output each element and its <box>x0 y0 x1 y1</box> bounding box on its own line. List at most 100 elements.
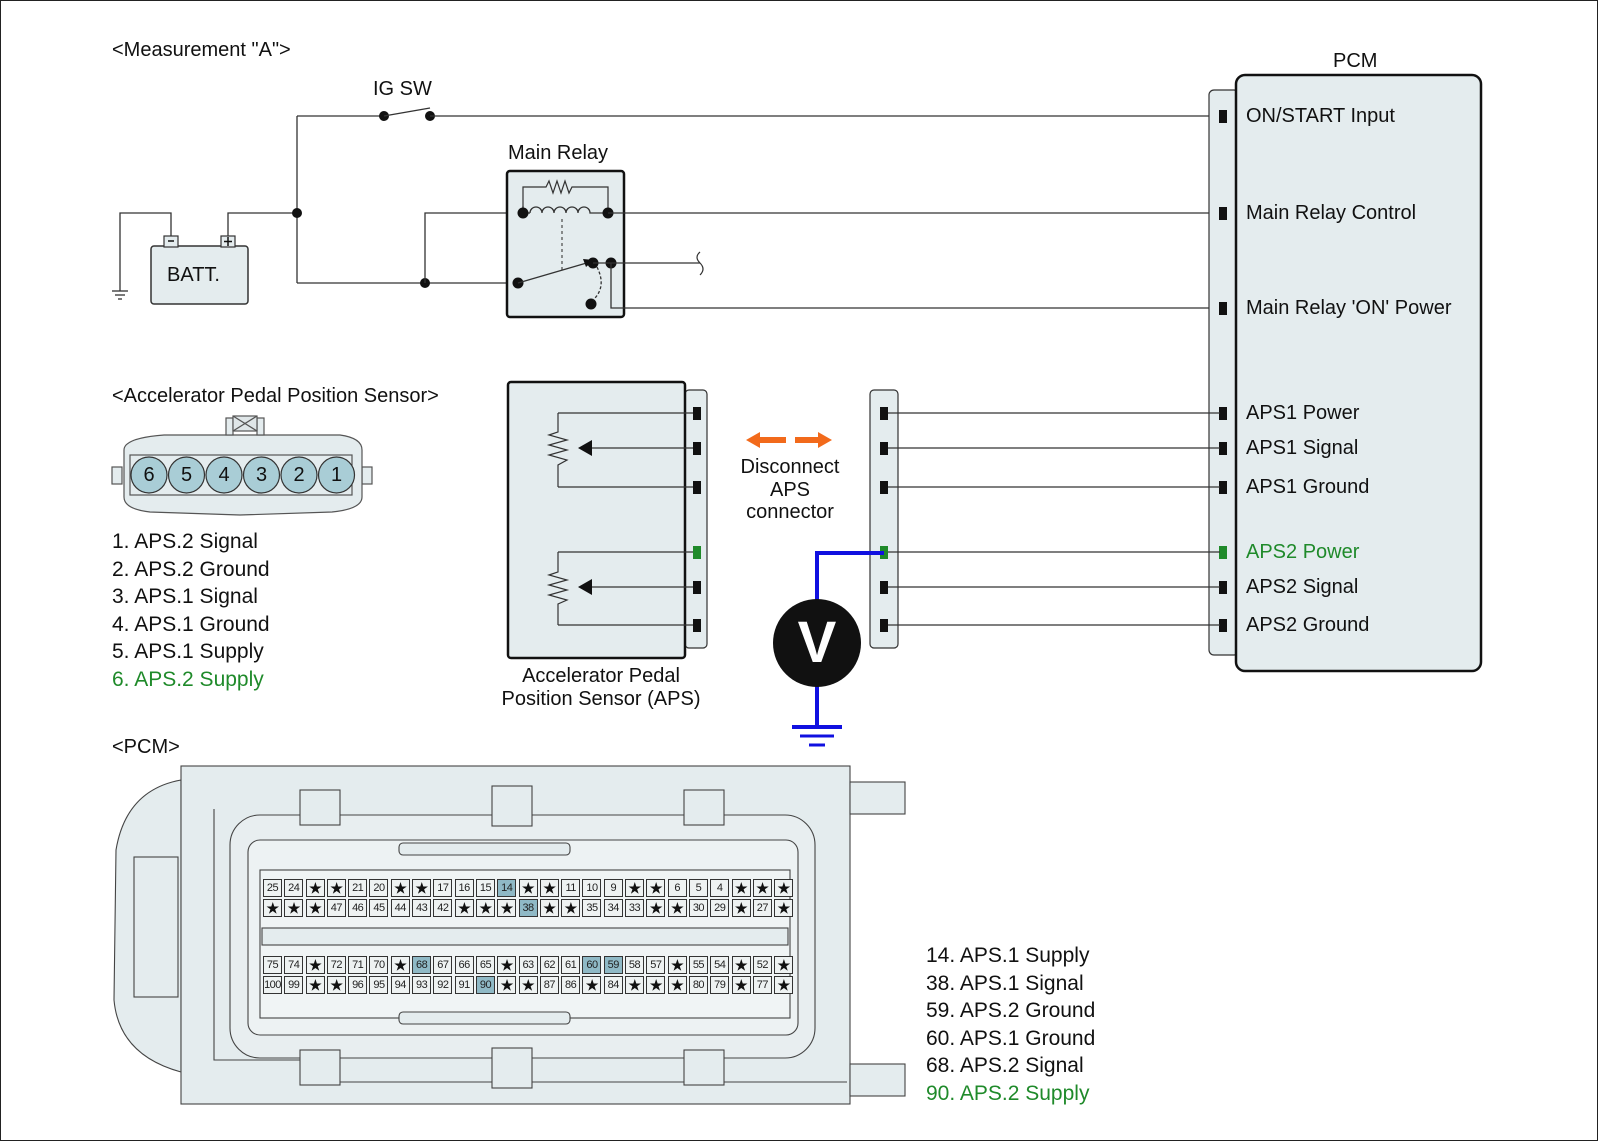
pcm-pin: 57 <box>646 956 666 974</box>
pcm-pin-unused: ★ <box>752 879 772 897</box>
pcm-pin: 90 <box>475 976 495 994</box>
pcm-pin-unused: ★ <box>731 899 751 917</box>
disconnect-label-line1: Disconnect <box>740 456 840 478</box>
pcm-pin: 92 <box>433 976 453 994</box>
ig-switch-label: IG SW <box>373 78 432 100</box>
harness-terminal-pin <box>880 581 888 594</box>
pcm-connector-drawing <box>113 765 906 1105</box>
measurement-title: <Measurement "A"> <box>112 39 291 61</box>
pcm-terminal-pin <box>1219 442 1227 455</box>
pcm-terminal-label: Main Relay Control <box>1246 202 1417 224</box>
pcm-pin-unused: ★ <box>305 899 325 917</box>
aps-terminal-pin <box>693 546 701 559</box>
aps-connector-pin <box>205 456 243 494</box>
pcm-terminal-pin <box>1219 110 1227 123</box>
pcm-pin-unused: ★ <box>625 879 645 897</box>
pcm-pin-unused: ★ <box>326 976 346 994</box>
pinout-item: 3. APS.1 Signal <box>112 585 258 608</box>
pcm-connector-title: <PCM> <box>112 736 180 758</box>
pcm-terminal-pin <box>1219 207 1227 220</box>
pcm-pin: 21 <box>348 879 368 897</box>
pinout-item: 14. APS.1 Supply <box>926 944 1090 967</box>
pcm-pin: 68 <box>412 956 432 974</box>
wire-break-icon <box>696 251 704 276</box>
main-relay-on-power-wire <box>610 263 1220 309</box>
pcm-pin-unused: ★ <box>646 879 666 897</box>
pcm-block <box>1208 73 1483 673</box>
aps-component-label-line1: Accelerator Pedal <box>522 665 680 687</box>
pcm-terminal-pin <box>1219 302 1227 315</box>
pcm-pin-unused: ★ <box>667 956 687 974</box>
voltmeter-symbol: V <box>797 610 837 675</box>
pcm-pin: 5 <box>688 879 708 897</box>
pcm-pin: 14 <box>497 879 517 897</box>
pcm-pin-unused: ★ <box>390 956 410 974</box>
pcm-pin: 61 <box>561 956 581 974</box>
main-relay <box>505 169 626 319</box>
pcm-pin: 58 <box>625 956 645 974</box>
disconnect-label-line2: APS <box>769 479 811 501</box>
pcm-pin: 54 <box>710 956 730 974</box>
pcm-pin: 63 <box>518 956 538 974</box>
pcm-terminal-label: APS2 Power <box>1246 541 1360 563</box>
pcm-pin: 17 <box>433 879 453 897</box>
aps-component <box>506 380 708 660</box>
pcm-pin-unused: ★ <box>305 976 325 994</box>
aps-connector-pin-number: 5 <box>180 464 193 486</box>
pcm-pin: 95 <box>369 976 389 994</box>
battery <box>150 235 249 305</box>
pcm-pin: 35 <box>582 899 602 917</box>
aps-terminal-pin <box>693 442 701 455</box>
pcm-pin: 60 <box>582 956 602 974</box>
pcm-terminal-label: APS2 Signal <box>1246 576 1359 598</box>
pcm-pin: 42 <box>433 899 453 917</box>
pcm-pin: 79 <box>710 976 730 994</box>
pcm-pin: 44 <box>390 899 410 917</box>
pcm-pin: 4 <box>710 879 730 897</box>
pcm-pin-unused: ★ <box>497 956 517 974</box>
pinout-item: 59. APS.2 Ground <box>926 999 1096 1022</box>
aps-terminal-pin <box>693 581 701 594</box>
pinout-item: 2. APS.2 Ground <box>112 557 270 581</box>
main-relay-label: Main Relay <box>508 142 609 164</box>
pcm-pin: 99 <box>284 976 304 994</box>
pcm-title: PCM <box>1333 50 1378 72</box>
pcm-pin-unused: ★ <box>582 976 602 994</box>
pcm-pin-unused: ★ <box>774 956 794 974</box>
battery-label: BATT. <box>167 264 220 286</box>
pcm-pin-unused: ★ <box>390 879 410 897</box>
pcm-pin: 77 <box>752 976 772 994</box>
pcm-pin-unused: ★ <box>731 879 751 897</box>
pcm-terminal-pin <box>1219 407 1227 420</box>
pcm-pin: 74 <box>284 956 304 974</box>
ig-switch-icon <box>297 107 1220 121</box>
pcm-terminal-pin <box>1219 546 1227 559</box>
pcm-pin-unused: ★ <box>667 976 687 994</box>
pcm-pin: 27 <box>752 899 772 917</box>
pinout-item: 90. APS.2 Supply <box>926 1081 1090 1105</box>
pcm-pin: 96 <box>348 976 368 994</box>
pcm-pin-unused: ★ <box>539 879 559 897</box>
pcm-pin: 86 <box>561 976 581 994</box>
pcm-pin: 45 <box>369 899 389 917</box>
pcm-pin: 93 <box>412 976 432 994</box>
pcm-pin-unused: ★ <box>561 899 581 917</box>
pcm-pin: 30 <box>688 899 708 917</box>
aps-connector-pin-number: 4 <box>218 464 230 486</box>
pcm-terminal-pin <box>1219 581 1227 594</box>
pcm-pin-unused: ★ <box>731 976 751 994</box>
pinout-item: 60. APS.1 Ground <box>926 1026 1096 1050</box>
pcm-pin-unused: ★ <box>518 976 538 994</box>
pcm-pin-unused: ★ <box>305 956 325 974</box>
aps-connector-title: <Accelerator Pedal Position Sensor> <box>112 385 439 407</box>
pcm-pin: 38 <box>518 899 538 917</box>
pcm-pin: 29 <box>710 899 730 917</box>
pcm-pin: 80 <box>688 976 708 994</box>
pcm-pin-unused: ★ <box>326 879 346 897</box>
pcm-pin: 55 <box>688 956 708 974</box>
